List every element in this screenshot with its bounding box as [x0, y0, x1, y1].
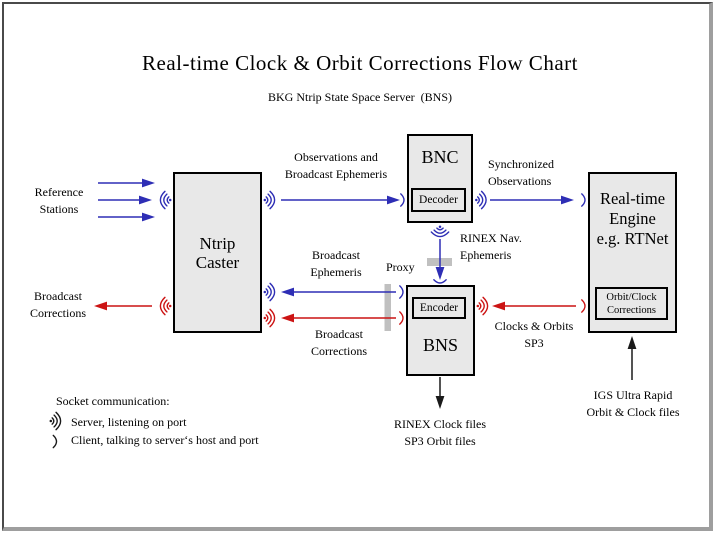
label-observations-ephemeris: Observations and Broadcast Ephemeris: [284, 150, 388, 181]
server-icon-bns-right: [480, 299, 485, 313]
orbit-clock-corrections-label: Orbit/Clock Corrections: [606, 291, 657, 316]
label-broadcast-corrections-out: Broadcast Corrections: [30, 289, 86, 320]
server-icon-bnc-bottom: [438, 225, 442, 229]
label-reference-stations: Reference Stations: [34, 185, 84, 216]
page-title: Real-time Clock & Orbit Corrections Flow…: [142, 51, 578, 75]
server-icon-caster-right-obs: [263, 198, 267, 202]
encoder-label: Encoder: [419, 302, 459, 314]
label-broadcast-corrections-mid: Broadcast Corrections: [311, 327, 367, 358]
server-icon-caster-in-left: [168, 198, 172, 202]
client-icon-engine-left: [581, 193, 586, 207]
legend-server-text: Server, listening on port: [71, 415, 187, 429]
ref-station-arrow-2-head: [139, 195, 152, 205]
ref-station-arrow-3-head: [142, 212, 155, 222]
proxy-bar-vertical: [384, 284, 391, 331]
legend-server-icon: [49, 419, 53, 423]
broadcast-ephemeris-arrow-head: [281, 287, 294, 297]
server-icon-caster-right-obs: [265, 196, 269, 204]
server-icon-bns-right: [482, 296, 489, 316]
server-icon-caster-right-obs: [269, 190, 276, 210]
label-broadcast-ephemeris: Broadcast Ephemeris: [310, 248, 362, 279]
server-icon-caster-in-left: [163, 193, 168, 207]
server-icon-bnc-bottom: [433, 229, 447, 234]
server-icon-caster-right-corr: [267, 311, 272, 325]
server-icon-caster-right-corr: [265, 314, 269, 322]
bnc-label: BNC: [421, 147, 459, 167]
sync-observations-arrow-head: [561, 195, 574, 205]
server-icon-caster-out-left: [159, 296, 166, 316]
legend-server-icon: [55, 411, 62, 431]
client-icon-bns-left-red: [399, 311, 404, 325]
label-rinex-clock-files: RINEX Clock files SP3 Orbit files: [394, 417, 486, 448]
server-icon-caster-out-left: [163, 299, 168, 313]
orbit-clock-corrections-box: Orbit/Clock Corrections: [595, 287, 668, 320]
server-icon-caster-out-left: [168, 304, 172, 308]
server-icon-caster-right-corr: [263, 316, 267, 320]
server-icon-caster-right-ephemeris: [269, 282, 276, 302]
page-subtitle: BKG Ntrip State Space Server (BNS): [268, 90, 452, 104]
legend-client-icon: [52, 434, 58, 449]
server-icon-bnc-right: [475, 198, 478, 202]
bns-label: BNS: [422, 335, 458, 355]
server-icon-caster-in-left: [166, 196, 170, 204]
ref-station-arrow-1-head: [142, 178, 155, 188]
server-icon-caster-in-left: [159, 190, 166, 210]
server-icon-bnc-right: [476, 196, 480, 204]
label-synchronized-observations: Synchronized Observations: [488, 157, 554, 188]
server-icon-bns-right: [476, 304, 480, 308]
broadcast-corrections-out-arrow-head: [94, 301, 107, 311]
server-icon-bnc-bottom: [430, 231, 450, 238]
clocks-orbits-arrow-head: [492, 301, 505, 311]
client-icon-bns-top: [433, 279, 447, 284]
server-icon-caster-out-left: [166, 302, 170, 310]
label-clocks-orbits-sp3: Clocks & Orbits SP3: [494, 319, 574, 350]
server-icon-bnc-right: [480, 190, 487, 210]
server-icon-caster-right-ephemeris: [265, 288, 269, 296]
igs-arrow-head: [627, 336, 637, 349]
rinex-files-arrow-head: [435, 396, 445, 409]
legend-client-text: Client, talking to server‘s host and por…: [71, 433, 259, 447]
ntrip-caster-label: Ntrip Caster: [195, 234, 240, 272]
client-icon-bns-left-blue: [399, 285, 404, 299]
rinex-nav-arrow-head: [435, 267, 445, 280]
server-icon-caster-right-corr: [269, 308, 276, 328]
server-icon-caster-right-ephemeris: [267, 285, 272, 299]
broadcast-corrections-mid-arrow-head: [281, 313, 294, 323]
realtime-engine-label: Real-time Engine e.g. RTNet: [596, 189, 669, 248]
decoder-label: Decoder: [419, 194, 458, 206]
server-icon-caster-right-obs: [267, 193, 272, 207]
ntrip-caster-box: Ntrip Caster: [173, 172, 262, 333]
decoder-box: Decoder: [411, 188, 466, 212]
label-igs-ultra-rapid: IGS Ultra Rapid Orbit & Clock files: [586, 388, 680, 419]
label-proxy: Proxy: [386, 260, 415, 274]
server-icon-bnc-bottom: [436, 227, 444, 231]
legend-title: Socket communication:: [56, 394, 170, 408]
client-icon-bnc-left: [400, 193, 405, 207]
label-rinex-nav-ephemeris: RINEX Nav. Ephemeris: [460, 231, 522, 262]
server-icon-bnc-right: [478, 193, 484, 207]
server-icon-caster-right-ephemeris: [263, 290, 267, 294]
client-icon-engine-left-red: [581, 299, 586, 313]
legend-server-icon: [51, 417, 55, 425]
legend-server-icon: [53, 414, 58, 428]
encoder-box: Encoder: [412, 297, 466, 319]
server-icon-bns-right: [478, 302, 482, 310]
obs-ephemeris-arrow-head: [387, 195, 400, 205]
